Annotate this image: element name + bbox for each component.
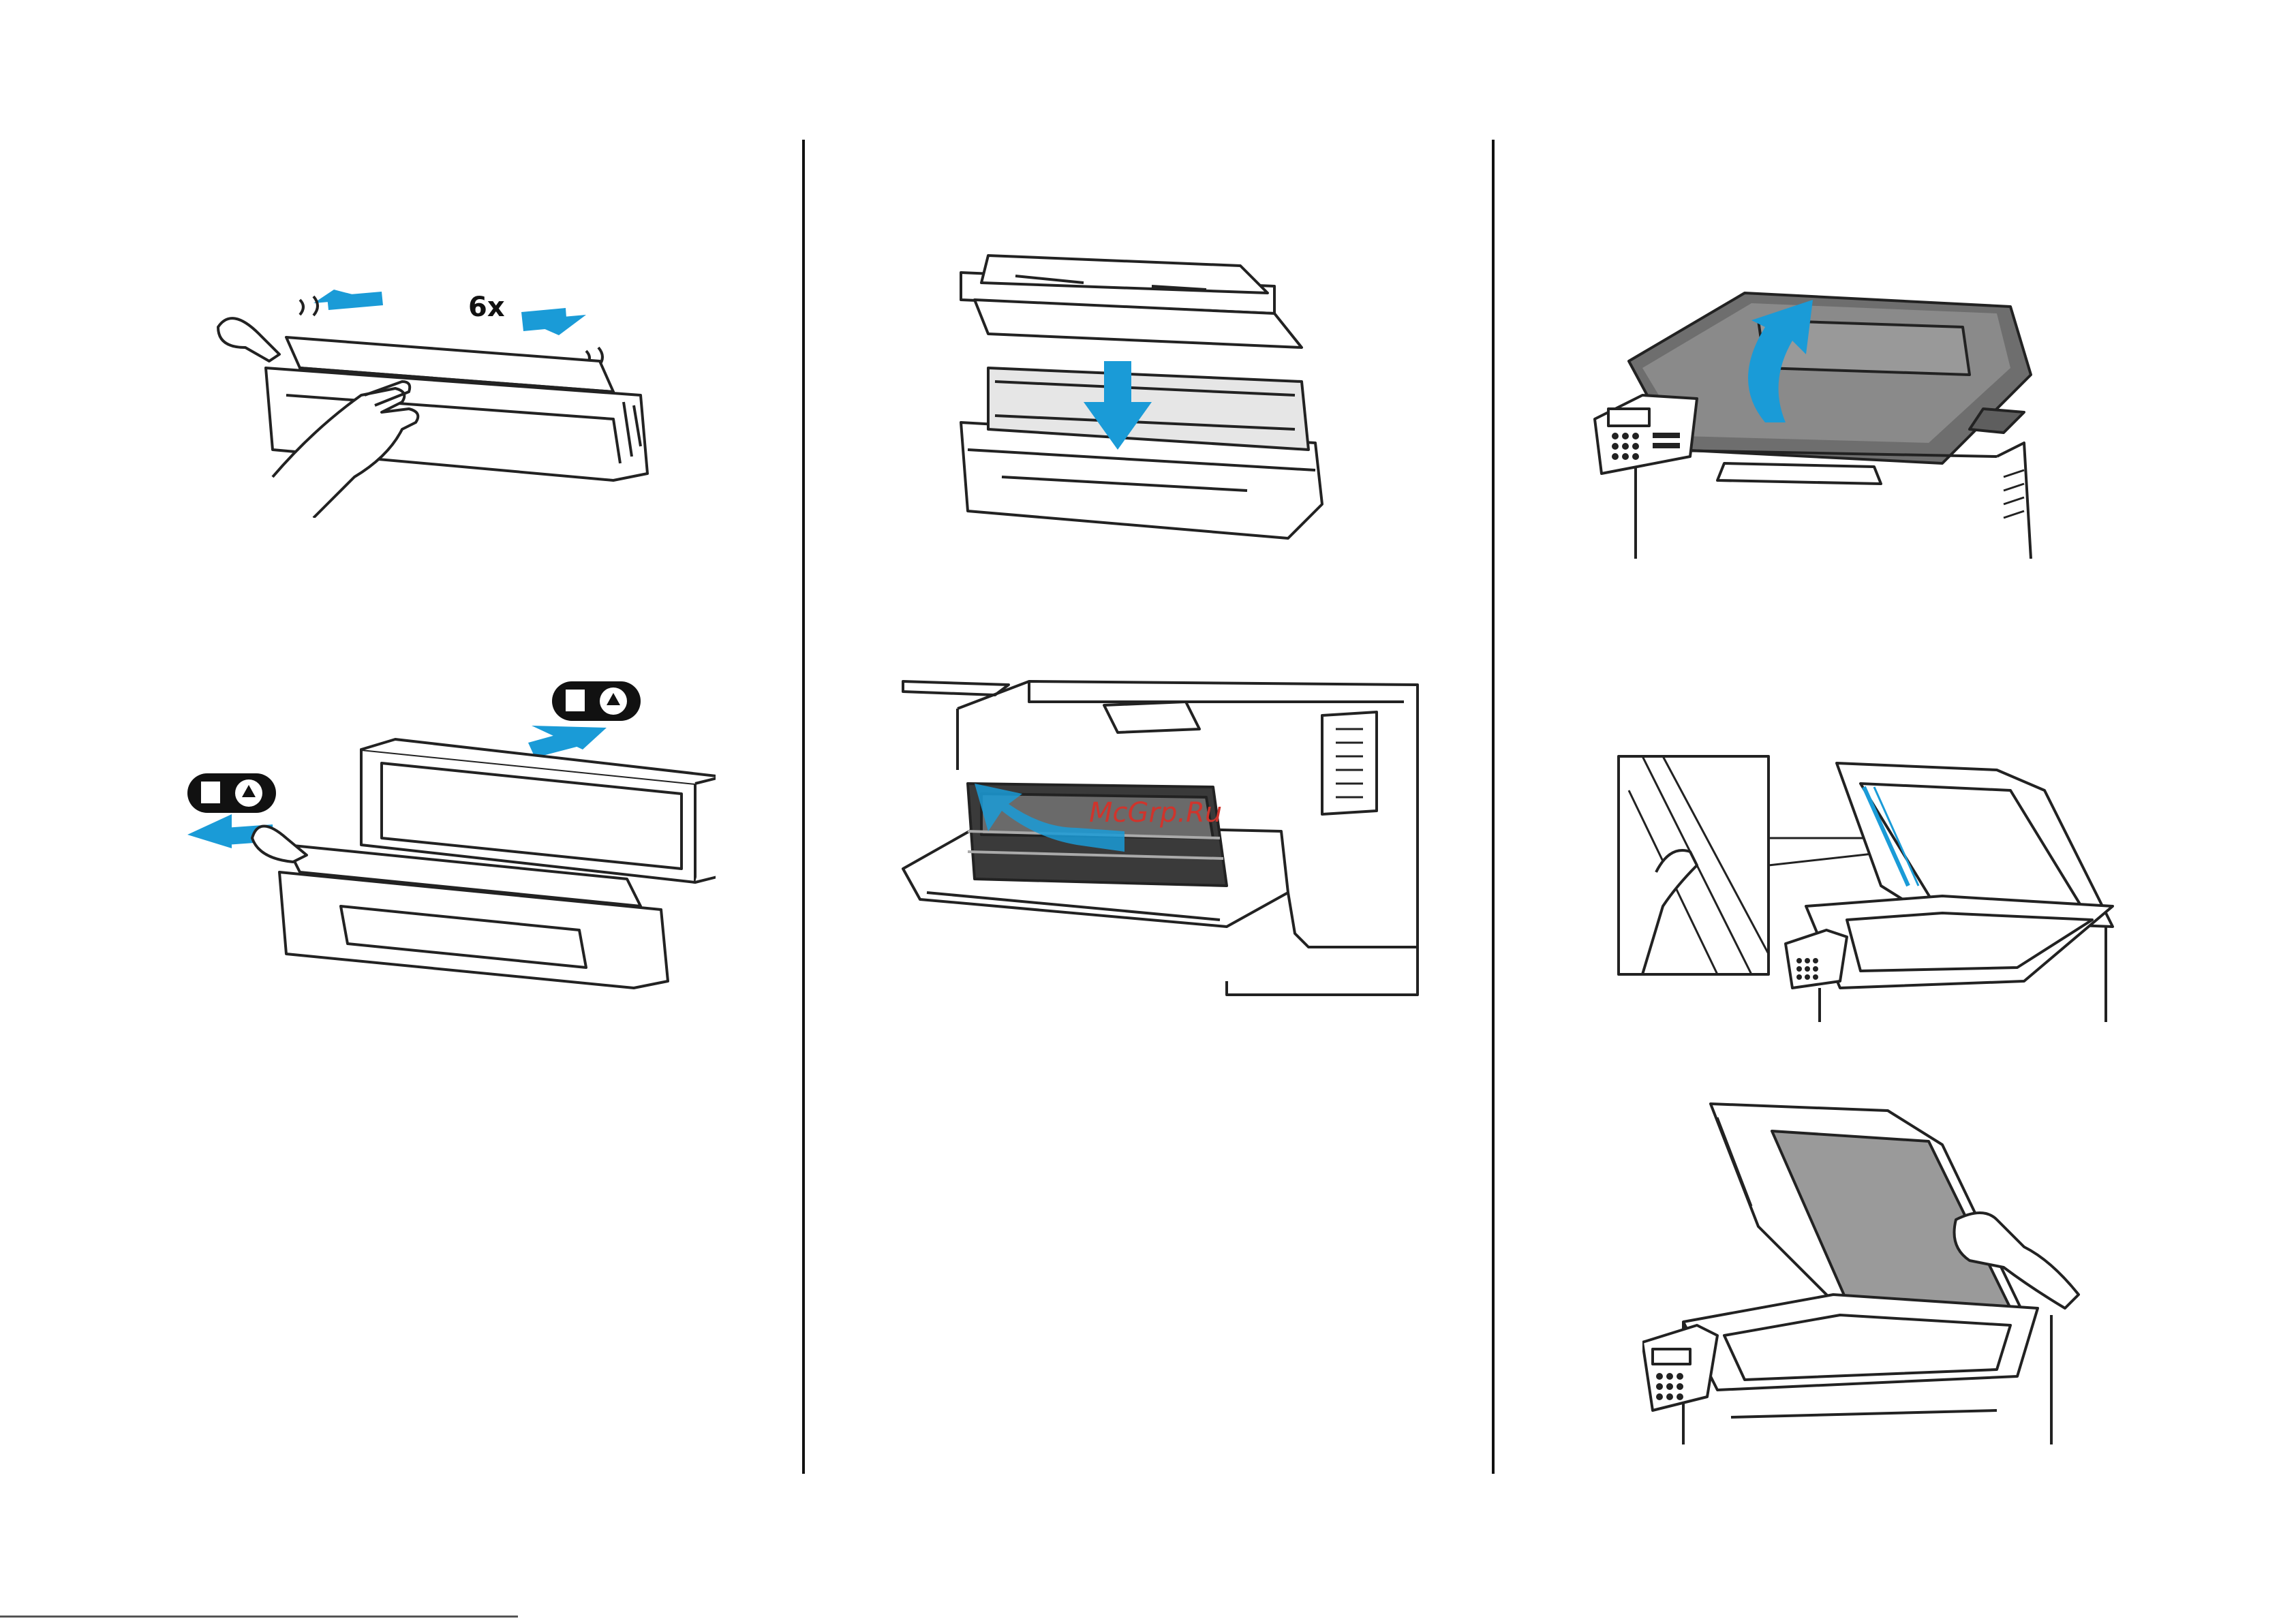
figure-shake-cartridge	[204, 273, 668, 518]
figure-insert-toner-into-imaging-unit	[947, 245, 1329, 545]
arrow-up-right-icon	[528, 726, 607, 758]
recycle-badge-icon	[187, 773, 276, 813]
figure-insert-imaging-unit-into-printer	[900, 675, 1431, 1002]
figure-recycle-packaging	[184, 675, 716, 1015]
recycle-badge-icon	[552, 681, 641, 721]
arrow-right-icon	[521, 308, 586, 335]
figure-open-scanner-cover	[1588, 286, 2051, 559]
column-divider-left	[802, 140, 805, 1474]
shake-count-label: 6x	[468, 292, 505, 323]
figure-clean-adf-glass-strip	[1615, 749, 2133, 1022]
arrow-left-icon	[313, 290, 383, 310]
column-divider-right	[1492, 140, 1495, 1474]
footer-rule	[0, 1616, 518, 1618]
figure-clean-scanner-glass	[1642, 1090, 2119, 1444]
watermark-text: McGrp.Ru	[1089, 797, 1222, 829]
